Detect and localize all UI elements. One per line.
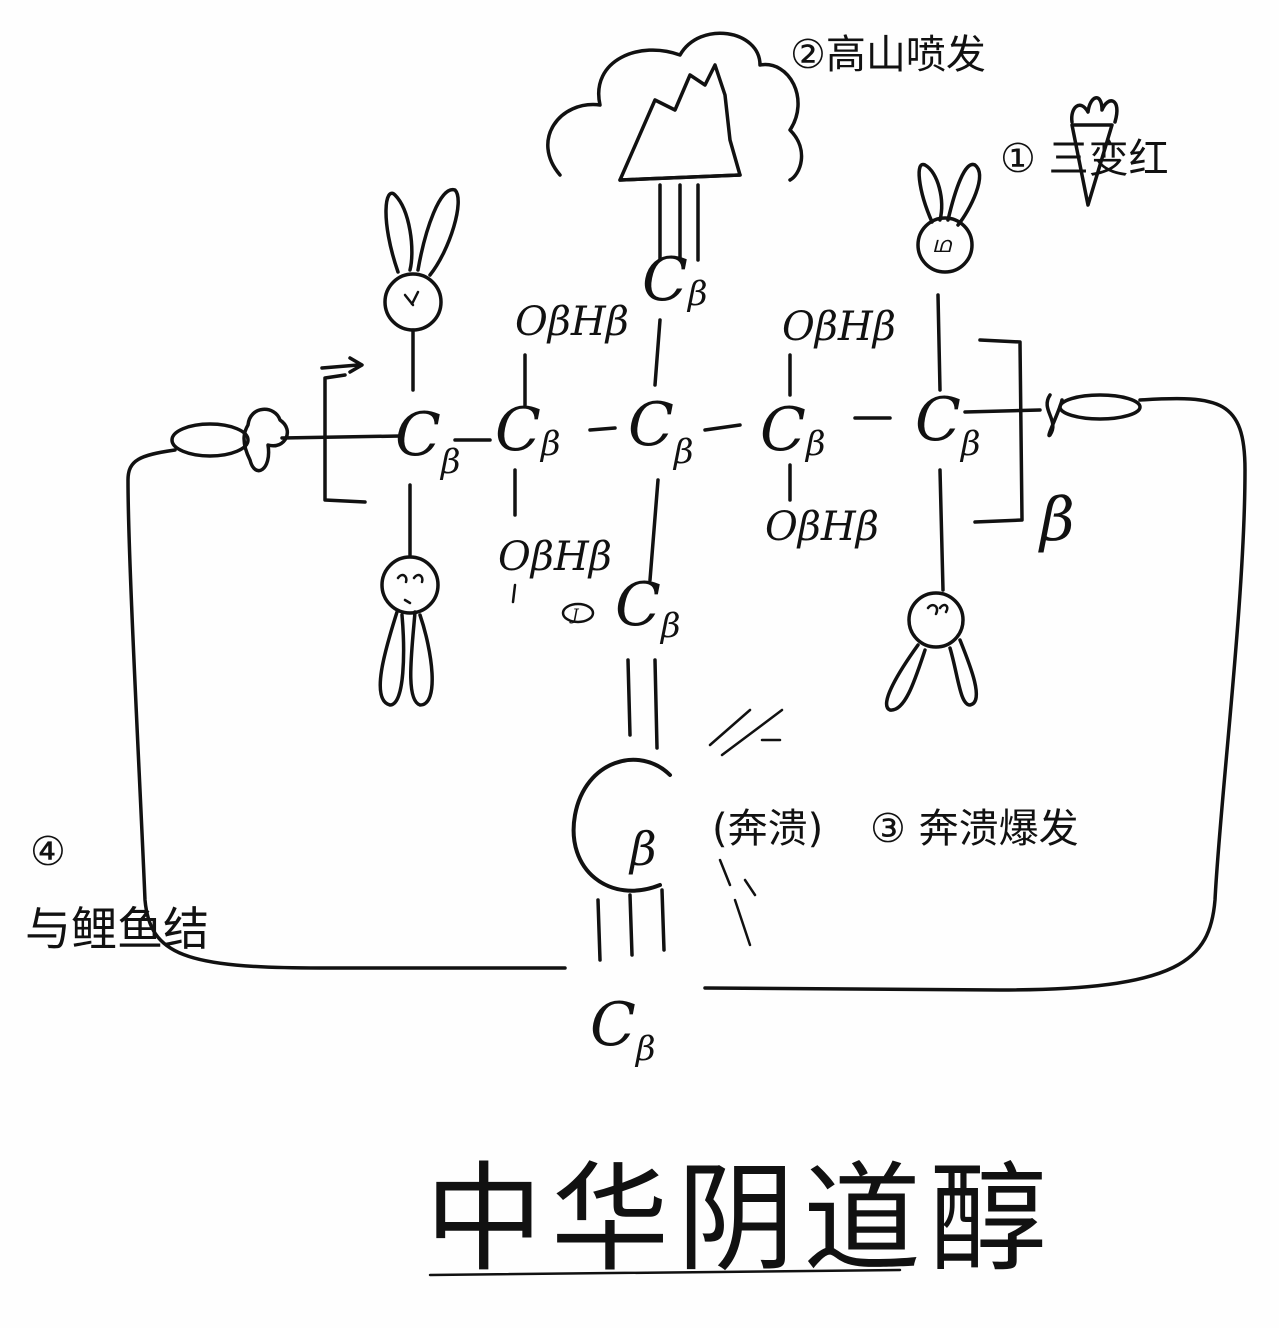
top-carbon: Cβ [642,245,708,315]
carrot-icon [1070,96,1119,207]
chain-carbon-5: Cβ [915,385,981,464]
svg-text:Cβ: Cβ [628,390,694,472]
big-carbon: β [571,708,784,947]
svg-text:OβHβ: OβHβ [515,299,629,345]
chain-carbon-3: Cβ [628,390,694,472]
svg-text:Cβ: Cβ [915,385,981,464]
right-bracket: β [973,338,1075,555]
outer-ring [126,396,1247,992]
mountain-with-clouds [546,31,804,262]
rabbit-top-right: ഥ [916,162,982,392]
chain-carbon-1: Cβ [395,400,461,482]
oh-group-upper-right: OβHβ [782,304,896,397]
svg-text:Cβ: Cβ [395,400,461,482]
lower-carbon-marker: J [561,602,595,624]
svg-text:OβHβ: OβHβ [765,504,879,550]
svg-text:J: J [569,605,580,624]
svg-text:OβHβ: OβHβ [498,534,612,580]
svg-text:②高山喷发: ②高山喷发 [790,32,986,78]
bottom-bonds [596,888,666,962]
rabbit-bottom-right [884,468,979,712]
main-chain: Cβ Cβ Cβ Cβ Cβ [395,385,981,482]
svg-text:Cβ: Cβ [615,570,681,646]
left-ring-knot [170,407,402,473]
svg-text:OβHβ: OβHβ [782,304,896,350]
annotation-mountain: ②高山喷发 [790,32,986,78]
bond-top [653,318,662,387]
left-bracket [320,356,367,504]
bracket-beta-label: β [1038,485,1075,555]
lower-chain: J Cβ [561,478,681,750]
svg-text:中华阴道醇: 中华阴道醇 [425,1150,1055,1288]
svg-text:Cβ: Cβ [642,245,708,315]
chain-carbon-4: Cβ [760,395,826,465]
right-ring-knot [963,393,1142,438]
svg-text:Cβ: Cβ [495,395,561,465]
svg-text:Cβ: Cβ [590,990,656,1069]
bottom-carbon: Cβ [590,990,656,1069]
annotation-volcano: (奔溃) ③ 奔溃爆发 [712,806,1079,852]
annotation-left-note: ④ 与鲤鱼结 [25,829,209,956]
chain-carbon-2: Cβ [495,395,561,465]
svg-text:① 三变红: ① 三变红 [1000,136,1169,182]
svg-text:(奔溃): (奔溃) [712,806,823,852]
oh-group-lower-left: OβHβ [498,468,612,604]
annotation-rabbit-ear: ① 三变红 [1000,136,1169,182]
svg-text:ഥ: ഥ [932,233,953,258]
rabbit-top-left [383,188,460,392]
oh-group-upper-left: OβHβ [515,299,629,407]
svg-text:与鲤鱼结: 与鲤鱼结 [25,902,209,956]
svg-text:Cβ: Cβ [760,395,826,465]
svg-text:④: ④ [30,829,66,875]
rabbit-bottom-left [378,483,440,707]
oh-group-lower-right: OβHβ [765,463,879,550]
title: 中华阴道醇 [425,1150,1055,1288]
svg-text:③ 奔溃爆发: ③ 奔溃爆发 [870,806,1079,852]
svg-text:β: β [628,822,657,876]
lower-carbon-1: Cβ [615,570,681,646]
